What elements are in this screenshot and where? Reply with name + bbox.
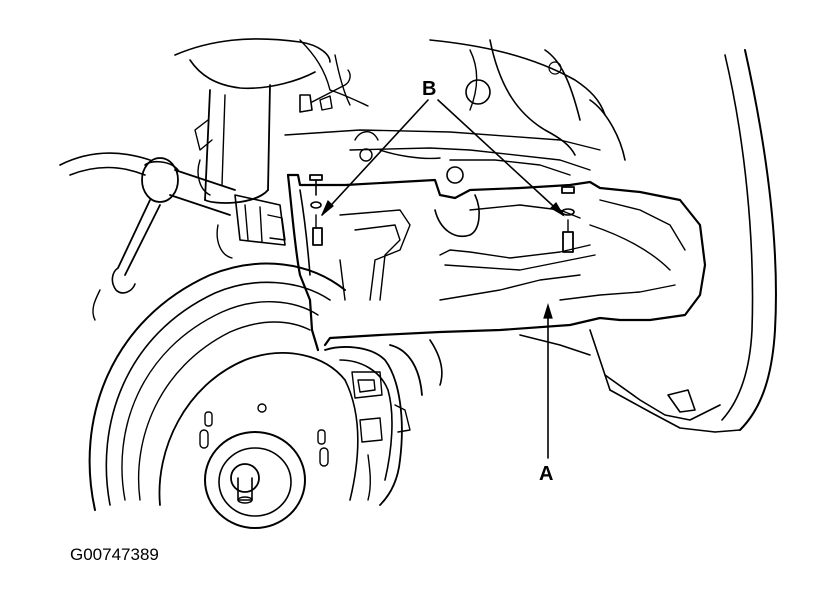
splash-shield bbox=[284, 129, 721, 433]
body-outlines bbox=[174, 38, 626, 161]
callout-a-label: A bbox=[539, 463, 553, 485]
callout-leaders bbox=[321, 99, 565, 459]
brake-rotor bbox=[88, 262, 359, 529]
fender-liner bbox=[714, 49, 777, 433]
fasteners bbox=[309, 174, 575, 253]
tie-rod bbox=[59, 152, 286, 321]
figure-code: G00747389 bbox=[70, 545, 159, 564]
callout-b-label: B bbox=[422, 78, 436, 100]
brake-caliper bbox=[324, 344, 423, 506]
strut bbox=[194, 69, 351, 204]
